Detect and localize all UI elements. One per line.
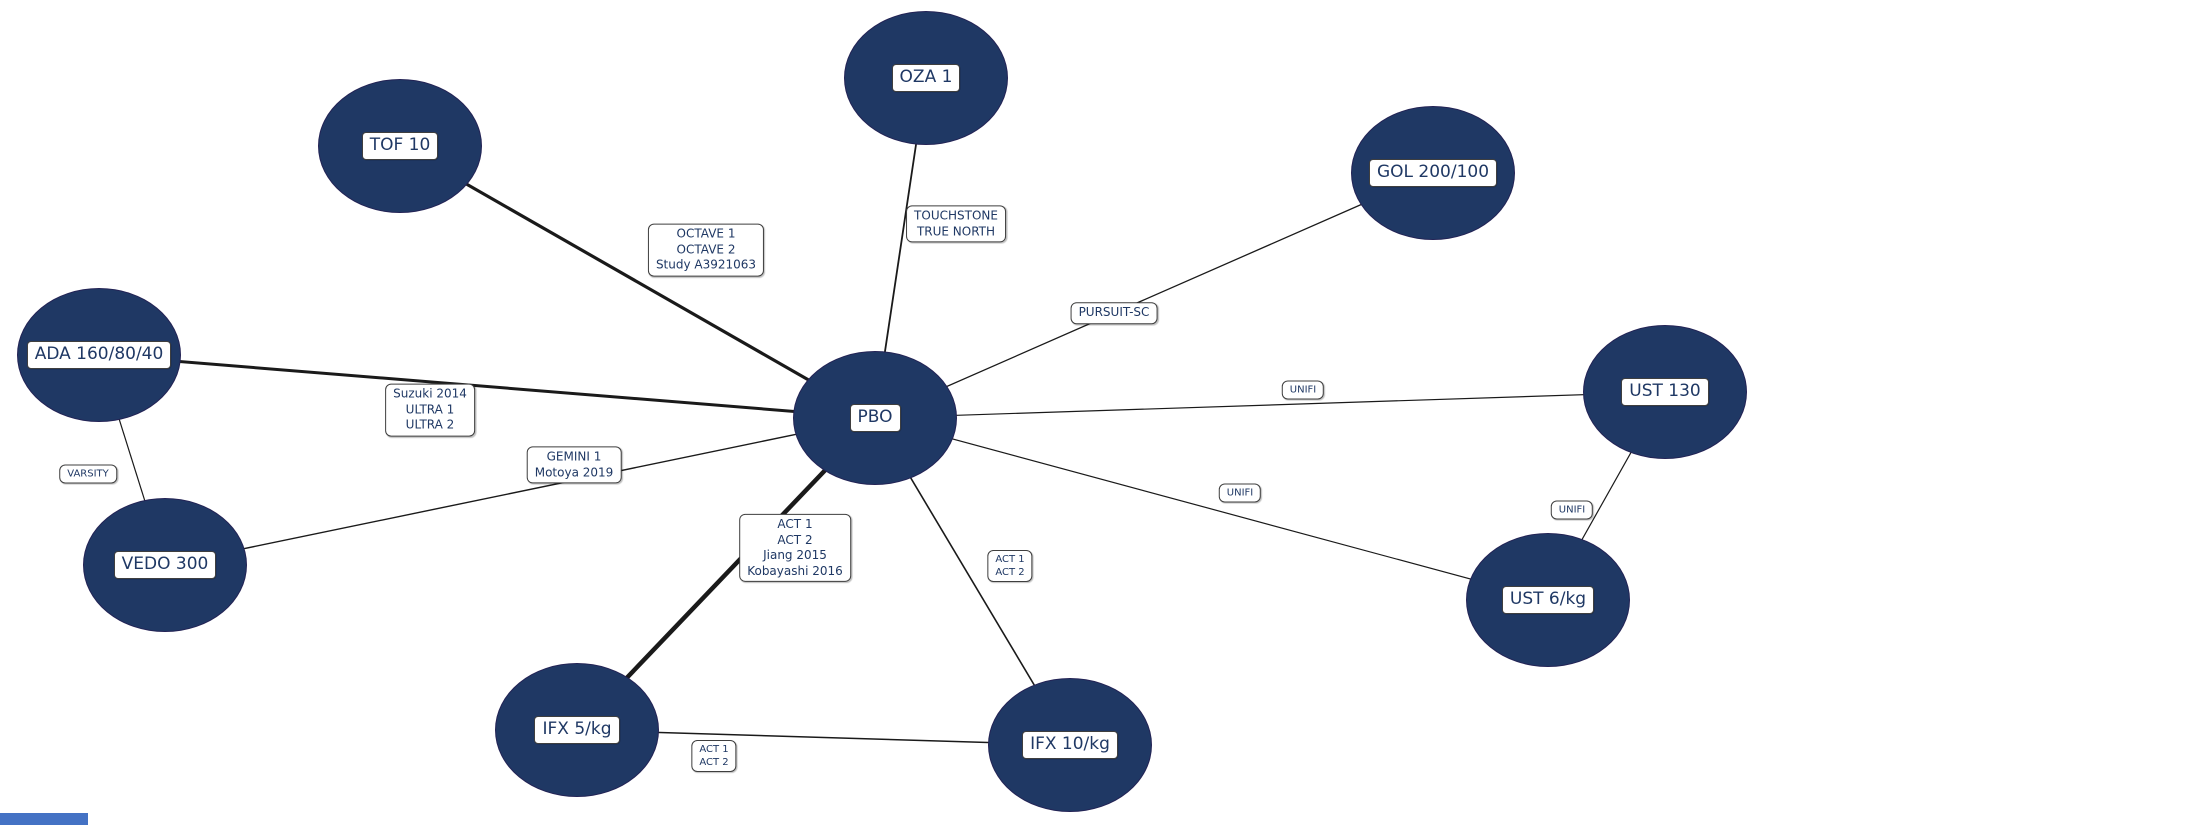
node-oza1[interactable]: OZA 1 [844, 11, 1008, 145]
edge-label-line: PURSUIT-SC [1078, 305, 1150, 320]
node-ifx5[interactable]: IFX 5/kg [495, 663, 659, 797]
edge-label-line: OCTAVE 1 [676, 226, 736, 241]
edge-label-line: VARSITY [67, 468, 109, 480]
node-ifx10[interactable]: IFX 10/kg [988, 678, 1152, 812]
edge-gol-pbo [874, 172, 1434, 419]
edge-label-line: Kobayashi 2016 [747, 563, 843, 578]
edge-label-line: ACT 2 [699, 757, 729, 768]
node-tof10[interactable]: TOF 10 [318, 79, 482, 213]
node-ust130[interactable]: UST 130 [1583, 325, 1747, 459]
edge-label-pursuit-gol-pbo: PURSUIT-SC [1070, 302, 1158, 324]
edge-label-line: TOUCHSTONE [914, 208, 998, 223]
edge-label-act-pbo-ifx10: ACT 1 ACT 2 [987, 550, 1033, 582]
node-label-gol: GOL 200/100 [1368, 159, 1498, 187]
edge-label-line: TRUE NORTH [916, 224, 996, 238]
edge-label-line: Study A3921063 [655, 257, 757, 272]
node-label-ifx5: IFX 5/kg [534, 716, 620, 744]
node-ada[interactable]: ADA 160/80/40 [17, 288, 181, 422]
edge-label-unifi-ust130-ust6: UNIFI [1550, 500, 1594, 520]
node-vedo[interactable]: VEDO 300 [83, 498, 247, 632]
edge-ada-pbo [98, 353, 876, 420]
edge-tof10-pbo [399, 144, 876, 420]
edge-ust6-pbo [874, 417, 1549, 601]
node-pbo[interactable]: PBO [793, 351, 957, 485]
edge-vedo-pbo [164, 417, 876, 566]
node-label-pbo: PBO [849, 404, 901, 432]
edge-ust130-pbo [874, 391, 1666, 419]
edge-label-line: ACT 2 [777, 532, 813, 547]
node-gol[interactable]: GOL 200/100 [1351, 106, 1515, 240]
edge-label-unifi-pbo-ust130: UNIFI [1281, 380, 1325, 400]
node-label-vedo: VEDO 300 [113, 551, 217, 579]
edge-label-act-ifx5-ifx10: ACT 1 ACT 2 [691, 740, 737, 772]
edge-label-line: GEMINI 1 [546, 449, 602, 464]
node-ust6[interactable]: UST 6/kg [1466, 533, 1630, 667]
edge-label-line: ACT 1 [995, 554, 1025, 565]
edge-label-line: OCTAVE 2 [676, 242, 736, 257]
edge-label-line: UNIFI [1558, 504, 1586, 516]
node-label-oza1: OZA 1 [891, 64, 961, 92]
edge-ifx5-ifx10 [576, 729, 1071, 746]
edge-label-line: ULTRA 2 [405, 417, 455, 432]
node-label-ust130: UST 130 [1621, 378, 1709, 406]
edge-label-line: ACT 1 [699, 744, 729, 755]
edge-label-line: UNIFI [1289, 384, 1317, 396]
node-label-tof10: TOF 10 [361, 132, 439, 160]
node-label-ust6: UST 6/kg [1501, 586, 1595, 614]
edge-label-line: Suzuki 2014 [393, 386, 467, 401]
node-label-ada: ADA 160/80/40 [26, 341, 172, 369]
edge-label-line: ACT 2 [995, 567, 1025, 578]
edge-label-line: Jiang 2015 [763, 548, 827, 562]
edge-label-varsity-ada-vedo: VARSITY [59, 464, 117, 484]
node-label-ifx10: IFX 10/kg [1022, 731, 1118, 759]
edge-label-line: ULTRA 1 [405, 402, 455, 417]
edge-label-line: UNIFI [1226, 487, 1254, 499]
edge-label-line: ACT 1 [777, 516, 813, 531]
bottom-left-blue-strip [0, 813, 88, 825]
edge-label-line: Motoya 2019 [534, 465, 614, 479]
edge-label-unifi-pbo-ust6: UNIFI [1218, 483, 1262, 503]
